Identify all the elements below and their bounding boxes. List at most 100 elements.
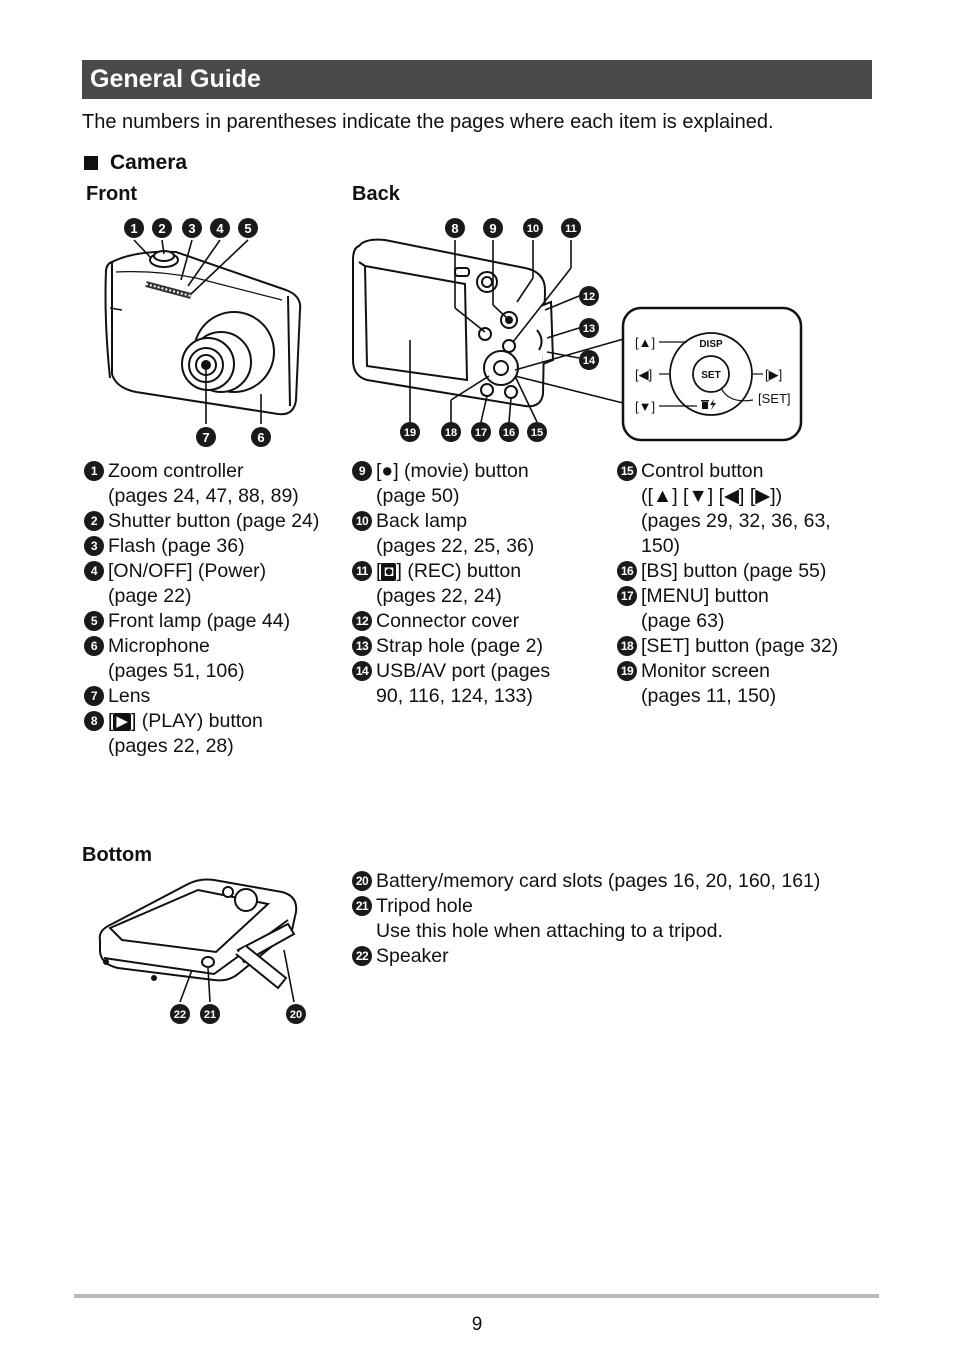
front-heading: Front — [86, 183, 138, 205]
intro-text: The numbers in parentheses indicate the … — [82, 111, 774, 133]
inset-set-label: SET — [701, 370, 720, 381]
list-item: 9[●] (movie) button (page 50) — [350, 459, 612, 509]
callout-21-marker — [200, 1004, 220, 1024]
back-callouts: 8 9 10 11 12 13 14 19 18 17 16 15 — [400, 218, 599, 442]
inset-up-label: [▲] — [635, 335, 655, 350]
footer-divider — [74, 1294, 879, 1298]
callout-1-label: 1 — [130, 221, 137, 236]
callout-7-label: 7 — [202, 430, 209, 445]
item-number: 14 — [352, 661, 372, 681]
callout-2-marker — [152, 218, 172, 238]
control-button-inset: [▲] [◀] [▼] [▶] [SET] DISP SET — [621, 306, 803, 442]
callout-14-label: 14 — [583, 355, 596, 367]
callout-22-marker — [170, 1004, 190, 1024]
callout-9-label: 9 — [489, 221, 496, 236]
item-number: 4 — [84, 561, 104, 581]
front-callouts: 1 2 3 4 5 7 6 — [124, 218, 271, 447]
callout-7-marker — [196, 427, 216, 447]
item-number: 9 — [352, 461, 372, 481]
callout-3-marker — [182, 218, 202, 238]
item-number: 18 — [617, 636, 637, 656]
callout-3-label: 3 — [188, 221, 195, 236]
bottom-callouts: 22 21 20 — [170, 1004, 306, 1024]
callout-15-marker — [527, 422, 547, 442]
callout-6-marker — [251, 427, 271, 447]
callout-6-label: 6 — [257, 430, 264, 445]
callout-9-marker — [483, 218, 503, 238]
item-number: 16 — [617, 561, 637, 581]
trash-flash-icon — [701, 399, 716, 410]
callout-8-label: 8 — [451, 221, 458, 236]
callout-4-label: 4 — [216, 221, 224, 236]
item-number: 11 — [352, 561, 372, 581]
play-icon: ▶ — [113, 713, 131, 731]
callout-5-marker — [238, 218, 258, 238]
callout-18-label: 18 — [445, 427, 457, 439]
callout-10-marker — [523, 218, 543, 238]
inset-right-label: [▶] — [765, 367, 782, 382]
camera-icon: ◘ — [381, 563, 397, 581]
callout-12-marker — [579, 286, 599, 306]
item-number: 1 — [84, 461, 104, 481]
camera-front-illustration: 1 2 3 4 5 7 6 — [104, 218, 302, 447]
camera-heading: Camera — [84, 150, 187, 176]
item-number: 7 — [84, 686, 104, 706]
callout-21-label: 21 — [204, 1009, 216, 1021]
list-item: 18[SET] button (page 32) — [615, 634, 875, 659]
list-item: 11[◘] (REC) button (pages 22, 24) — [350, 559, 612, 609]
item-number: 13 — [352, 636, 372, 656]
item-number: 8 — [84, 711, 104, 731]
item-number: 3 — [84, 536, 104, 556]
section-title-bar: General Guide — [82, 60, 872, 99]
callout-17-label: 17 — [475, 427, 487, 439]
callout-16-marker — [499, 422, 519, 442]
callout-1-marker — [124, 218, 144, 238]
bottom-heading: Bottom — [82, 844, 152, 866]
callout-16-label: 16 — [503, 427, 515, 439]
item-number: 20 — [352, 871, 372, 891]
callout-20-label: 20 — [290, 1009, 302, 1021]
item-number: 5 — [84, 611, 104, 631]
callout-12-label: 12 — [583, 291, 595, 303]
callout-13-label: 13 — [583, 323, 595, 335]
callout-20-marker — [286, 1004, 306, 1024]
list-item: 17[MENU] button (page 63) — [615, 584, 875, 634]
callout-11-label: 11 — [565, 223, 577, 235]
callout-4-marker — [210, 218, 230, 238]
item-number: 2 — [84, 511, 104, 531]
callout-14-marker — [579, 350, 599, 370]
camera-back-illustration: 8 9 10 11 12 13 14 19 18 17 16 15 [▲] [◀… — [352, 218, 803, 442]
item-number: 22 — [352, 946, 372, 966]
item-number: 19 — [617, 661, 637, 681]
camera-bottom-illustration: 22 21 20 — [98, 878, 306, 1024]
item-number: 15 — [617, 461, 637, 481]
callout-19-label: 19 — [404, 427, 416, 439]
item-number: 6 — [84, 636, 104, 656]
callout-19-marker — [400, 422, 420, 442]
page-title: General Guide — [90, 65, 261, 93]
callout-18-marker — [441, 422, 461, 442]
callout-11-marker — [561, 218, 581, 238]
camera-heading-text: Camera — [110, 151, 188, 174]
list-item: 16[BS] button (page 55) — [615, 559, 875, 584]
callout-2-label: 2 — [158, 221, 165, 236]
inset-left-label: [◀] — [635, 367, 652, 382]
inset-set-bracket-label: [SET] — [758, 391, 791, 406]
item-number: 21 — [352, 896, 372, 916]
inset-down-label: [▼] — [635, 399, 655, 414]
item-number: 10 — [352, 511, 372, 531]
